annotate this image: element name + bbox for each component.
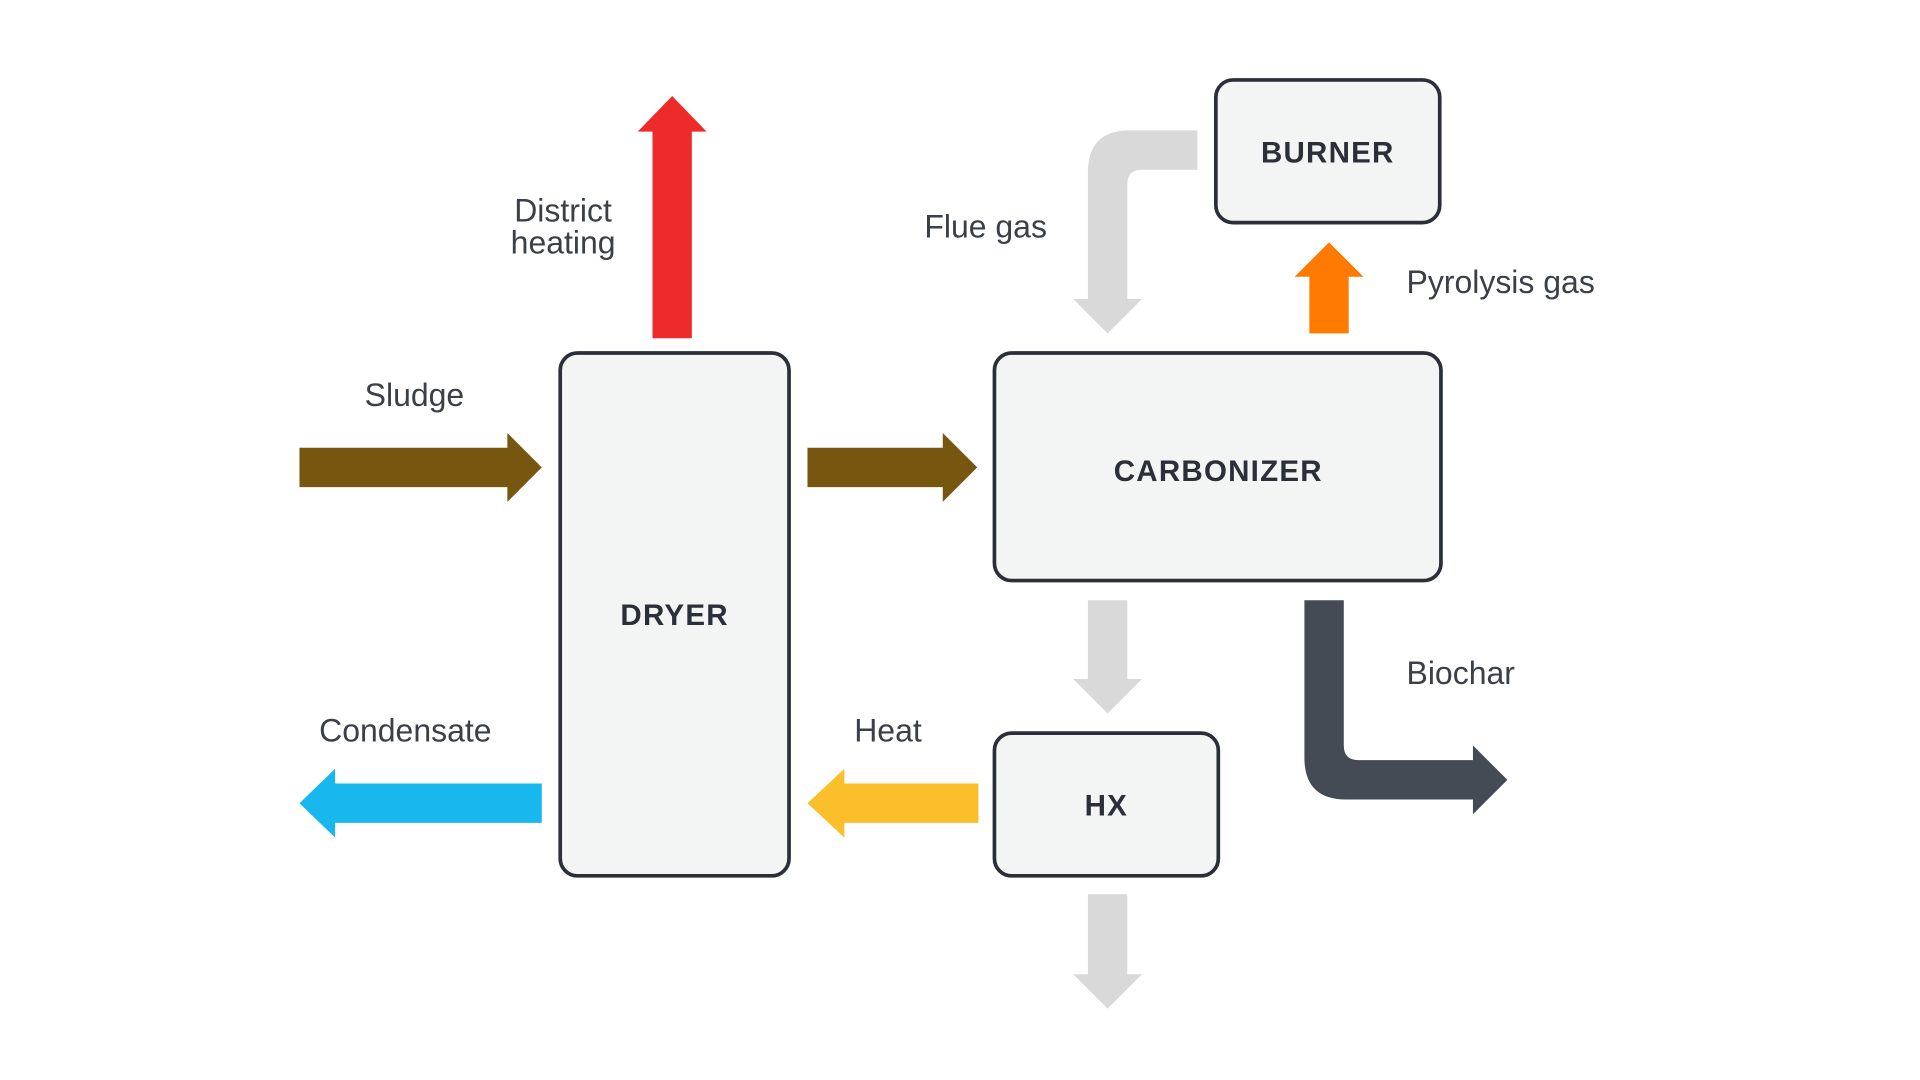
hx-label: HX: [1085, 790, 1128, 823]
sludge-label: Sludge: [365, 377, 465, 413]
burner-node: BURNER: [1214, 78, 1442, 225]
carbonizer-label: CARBONIZER: [1114, 455, 1323, 488]
biochar-label: Biochar: [1407, 655, 1516, 691]
pyrolysis-gas-arrow: [1294, 242, 1364, 334]
dryer-label: DRYER: [620, 599, 728, 632]
burner-label: BURNER: [1261, 136, 1395, 169]
carbonizer-node: CARBONIZER: [992, 351, 1443, 583]
flue-gas-arrow: [1073, 130, 1198, 334]
hx-node: HX: [992, 731, 1221, 878]
district-heating-label-2: heating: [511, 224, 616, 260]
carbonizer-to-hx-arrow: [1073, 600, 1143, 714]
flue-gas-label: Flue gas: [924, 208, 1047, 244]
dryer-to-carbonizer-arrow: [807, 432, 978, 502]
heat-label: Heat: [854, 713, 922, 749]
heat-arrow: [807, 768, 979, 838]
condensate-label: Condensate: [319, 713, 491, 749]
district-heating-arrow: [637, 95, 707, 339]
hx-outlet-arrow: [1073, 894, 1143, 1009]
dryer-node: DRYER: [558, 351, 791, 878]
condensate-arrow: [299, 768, 542, 838]
biochar-arrow: [1304, 600, 1508, 815]
sludge-arrow: [299, 432, 542, 502]
pyrolysis-gas-label: Pyrolysis gas: [1407, 264, 1595, 300]
district-heating-label-1: District: [514, 192, 612, 228]
